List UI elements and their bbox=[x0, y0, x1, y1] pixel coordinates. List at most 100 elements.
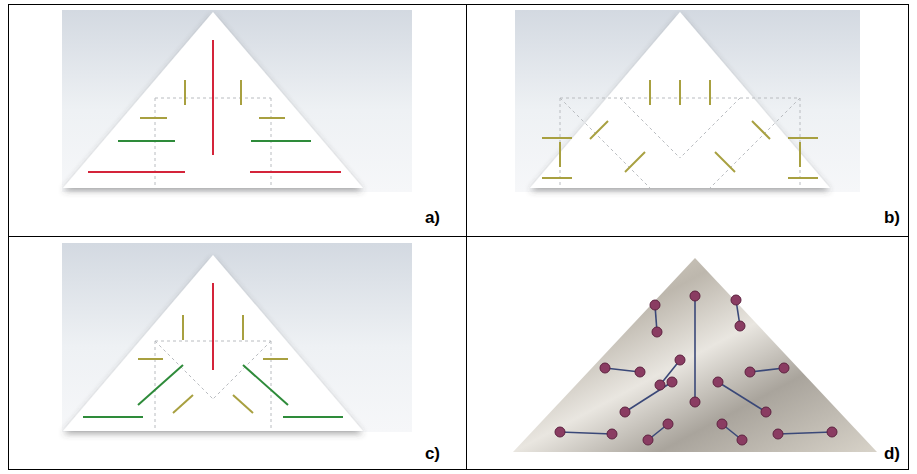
dot bbox=[737, 435, 747, 445]
dot bbox=[779, 363, 789, 373]
dot bbox=[600, 363, 610, 373]
guide-line bbox=[155, 341, 213, 399]
dot bbox=[652, 327, 662, 337]
guide-line bbox=[213, 341, 271, 399]
green-segment bbox=[243, 365, 288, 405]
panel-a-drawing bbox=[63, 12, 363, 188]
green-segment bbox=[83, 416, 143, 418]
olive-segment bbox=[242, 315, 244, 340]
red-segment bbox=[212, 40, 214, 155]
guide-line bbox=[800, 98, 801, 188]
guide-line bbox=[620, 98, 680, 158]
red-segment bbox=[250, 171, 341, 173]
panel-label-holder: b) bbox=[884, 209, 900, 226]
wire bbox=[778, 432, 832, 434]
panel-label-holder: a) bbox=[425, 209, 440, 226]
panel-b-drawing bbox=[530, 12, 830, 188]
table-divider bbox=[9, 236, 909, 237]
panel-label-holder: d) bbox=[884, 445, 900, 462]
wire bbox=[718, 382, 766, 412]
render-background bbox=[62, 243, 412, 432]
panel-label: a) bbox=[425, 209, 440, 226]
segments bbox=[88, 40, 341, 172]
olive-segment bbox=[182, 315, 184, 340]
guide-line bbox=[155, 98, 156, 188]
table-border bbox=[9, 5, 909, 470]
olive-segment bbox=[709, 80, 711, 105]
olive-segment bbox=[259, 117, 285, 119]
render-background bbox=[515, 10, 860, 192]
olive-segment bbox=[184, 80, 186, 105]
red-segment bbox=[88, 171, 185, 173]
green-segment bbox=[118, 140, 175, 142]
dot bbox=[620, 407, 630, 417]
olive-segment bbox=[138, 358, 163, 360]
dot bbox=[713, 377, 723, 387]
dot bbox=[690, 397, 700, 407]
dot bbox=[761, 407, 771, 417]
dot bbox=[745, 367, 755, 377]
olive-segment bbox=[788, 177, 818, 179]
green-segment bbox=[251, 140, 311, 142]
olive-segment bbox=[649, 80, 651, 105]
wires bbox=[560, 296, 832, 440]
olive-segment bbox=[559, 142, 561, 167]
dot bbox=[773, 429, 783, 439]
green-segment bbox=[138, 365, 183, 405]
olive-segment bbox=[233, 395, 253, 413]
olive-segment bbox=[752, 121, 770, 139]
dot bbox=[663, 419, 673, 429]
dot bbox=[555, 427, 565, 437]
triangle-sheet bbox=[530, 12, 830, 188]
dot bbox=[731, 295, 741, 305]
segments bbox=[83, 283, 343, 417]
guide-line bbox=[155, 341, 156, 431]
olive-segment bbox=[590, 121, 608, 139]
dot bbox=[650, 300, 660, 310]
dot bbox=[655, 380, 665, 390]
olive-segment bbox=[263, 358, 288, 360]
guide-line bbox=[271, 98, 272, 188]
dot bbox=[667, 377, 677, 387]
wire bbox=[560, 432, 612, 434]
guide-line bbox=[271, 341, 272, 431]
guide-line bbox=[680, 98, 740, 158]
olive-segment bbox=[542, 137, 572, 139]
foil-sheet bbox=[513, 258, 877, 452]
panel-label: b) bbox=[884, 209, 900, 226]
guide-line bbox=[560, 98, 561, 188]
green-segment bbox=[283, 416, 343, 418]
olive-segment bbox=[240, 80, 242, 105]
dot bbox=[635, 367, 645, 377]
render-background bbox=[62, 10, 412, 192]
dot bbox=[643, 435, 653, 445]
triangle-sheet bbox=[63, 255, 363, 431]
olive-segment bbox=[140, 117, 167, 119]
olive-segment bbox=[625, 152, 645, 172]
dot bbox=[675, 355, 685, 365]
dot bbox=[827, 427, 837, 437]
olive-segment bbox=[173, 395, 193, 413]
dot bbox=[735, 321, 745, 331]
red-segment bbox=[212, 283, 214, 370]
olive-segment bbox=[679, 80, 681, 105]
panel-label: d) bbox=[884, 445, 900, 462]
panel-label-holder: c) bbox=[425, 445, 440, 462]
panel-c-drawing bbox=[63, 255, 363, 431]
olive-segment bbox=[542, 177, 572, 179]
olive-segment bbox=[715, 152, 735, 172]
panel-label: c) bbox=[425, 445, 440, 462]
triangle-sheet bbox=[63, 12, 363, 188]
dot bbox=[690, 291, 700, 301]
panel-d-photo bbox=[513, 258, 877, 452]
olive-segment bbox=[788, 137, 818, 139]
dot bbox=[717, 419, 727, 429]
olive-segment bbox=[799, 142, 801, 167]
wire bbox=[694, 296, 696, 402]
guide-line bbox=[560, 98, 650, 188]
dot bbox=[607, 429, 617, 439]
segments bbox=[542, 80, 818, 178]
guide-line bbox=[710, 98, 800, 188]
